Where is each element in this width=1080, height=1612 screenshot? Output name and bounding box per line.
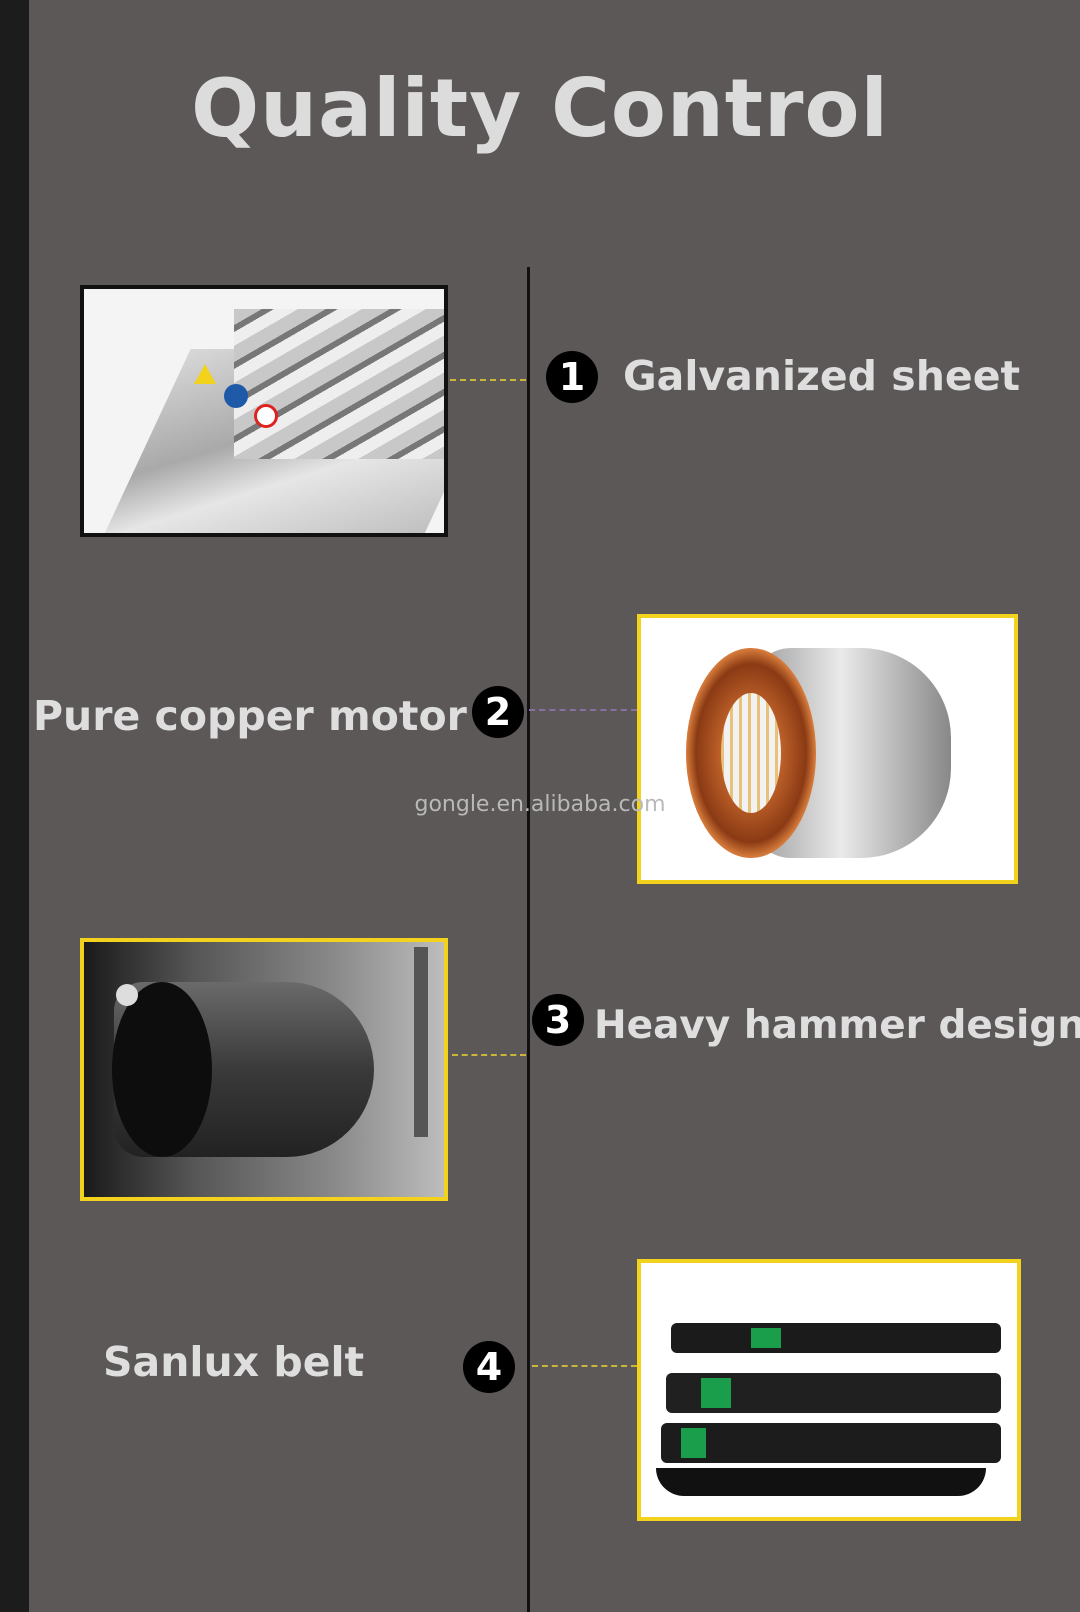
heavy-hammer-image xyxy=(80,938,448,1201)
number-badge-3: 3 xyxy=(532,994,584,1046)
number-badge-2: 2 xyxy=(472,686,524,738)
copper-motor-image xyxy=(637,614,1018,884)
page-title: Quality Control xyxy=(191,62,889,155)
watermark: gongle.en.alibaba.com xyxy=(414,792,666,817)
feature-label-heavy-hammer-design: Heavy hammer design xyxy=(594,1003,1080,1048)
connector-line-1 xyxy=(450,379,526,381)
feature-label-pure-copper-motor: Pure copper motor xyxy=(33,692,467,740)
connector-line-2 xyxy=(529,709,637,711)
connector-line-4 xyxy=(532,1365,637,1367)
feature-label-sanlux-belt: Sanlux belt xyxy=(103,1338,365,1386)
number-badge-1: 1 xyxy=(546,351,598,403)
number-badge-4: 4 xyxy=(463,1341,515,1393)
sanlux-belt-image xyxy=(637,1259,1021,1521)
feature-label-galvanized-sheet: Galvanized sheet xyxy=(623,352,1021,400)
timeline-divider xyxy=(527,267,530,1612)
left-dark-strip xyxy=(0,0,29,1612)
connector-line-3 xyxy=(452,1054,526,1056)
galvanized-sheet-image xyxy=(80,285,448,537)
